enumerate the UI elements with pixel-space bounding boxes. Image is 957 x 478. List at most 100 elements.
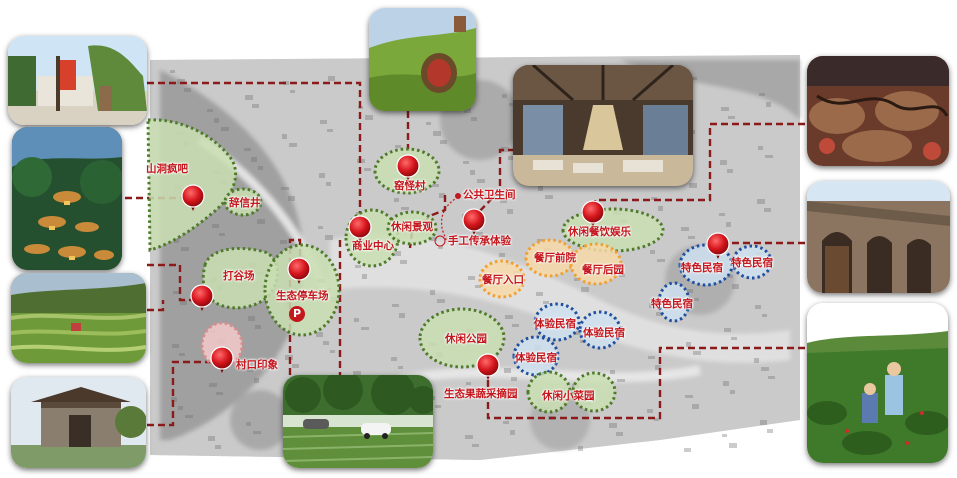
building-mark	[327, 129, 333, 132]
building-mark	[185, 415, 193, 418]
photo-eco-parking	[283, 375, 433, 468]
building-mark	[688, 236, 695, 239]
building-mark	[619, 273, 625, 277]
building-mark	[581, 287, 589, 292]
building-mark	[465, 435, 473, 439]
building-mark	[759, 93, 765, 96]
label-leisure-park: 休闲公园	[445, 333, 487, 345]
photo-terraced-fields	[11, 273, 146, 363]
building-mark	[245, 95, 253, 100]
label-restaurant-front: 餐厅前院	[534, 252, 576, 264]
building-mark	[292, 364, 299, 368]
building-mark	[248, 316, 255, 321]
building-mark	[574, 278, 579, 281]
building-mark	[768, 376, 775, 379]
building-mark	[463, 161, 469, 164]
building-mark	[466, 382, 471, 385]
building-mark	[647, 409, 653, 413]
building-mark	[431, 237, 437, 241]
label-leisure-dining: 休闲餐饮娱乐	[568, 226, 631, 238]
building-mark	[323, 341, 329, 345]
label-restaurant-back: 餐厅后园	[582, 264, 624, 276]
building-mark	[178, 406, 183, 410]
building-mark	[426, 122, 431, 125]
pin-orchard	[476, 353, 500, 380]
zone-restaurant-front	[524, 238, 576, 278]
building-mark	[207, 109, 213, 112]
building-mark	[215, 445, 221, 449]
building-mark	[170, 70, 175, 73]
building-mark	[720, 160, 727, 165]
building-mark	[246, 422, 251, 426]
building-mark	[252, 104, 259, 108]
building-mark	[325, 235, 333, 240]
label-orchard: 生态果蔬采摘园	[444, 388, 518, 400]
pin-strange-village	[396, 154, 420, 181]
building-mark	[761, 367, 769, 371]
building-mark	[471, 117, 477, 121]
photo-village-street	[8, 36, 147, 125]
building-mark	[651, 197, 657, 200]
building-mark	[727, 169, 733, 173]
building-mark	[538, 186, 543, 191]
zone-homestay-c	[657, 281, 691, 323]
building-mark	[724, 328, 731, 332]
zone-restaurant-entrance	[478, 259, 526, 299]
building-mark	[288, 196, 295, 201]
building-mark	[473, 391, 481, 396]
building-mark	[573, 331, 581, 335]
building-mark	[726, 222, 731, 227]
label-exp-homestay-a: 体验民宿	[534, 318, 576, 330]
building-mark	[319, 173, 325, 178]
building-mark	[216, 392, 223, 395]
building-mark	[766, 102, 771, 107]
label-public-toilet: 公共卫生间	[463, 189, 516, 201]
label-homestay-a: 特色民宿	[681, 262, 723, 274]
building-mark	[258, 166, 263, 170]
building-mark	[209, 383, 217, 387]
building-mark	[510, 430, 515, 435]
building-mark	[504, 368, 511, 373]
building-mark	[656, 312, 663, 316]
photo-stone-arches	[807, 181, 950, 293]
building-mark	[257, 219, 265, 224]
building-mark	[654, 418, 659, 421]
zone-homestay-b	[731, 244, 773, 280]
label-homestay-c: 特色民宿	[651, 298, 693, 310]
building-mark	[253, 431, 261, 434]
building-mark	[475, 285, 481, 288]
building-mark	[212, 224, 219, 228]
building-mark	[181, 247, 189, 251]
photo-village-gate	[11, 377, 146, 468]
photo-bookstore-cafe	[513, 65, 693, 186]
building-mark	[762, 314, 767, 317]
zone-leisure-view	[386, 210, 438, 246]
building-mark	[281, 187, 289, 190]
building-mark	[765, 155, 773, 158]
building-mark	[290, 90, 295, 93]
building-mark	[476, 232, 483, 237]
building-mark	[400, 260, 407, 264]
parking-sign: P	[289, 306, 305, 322]
building-mark	[330, 350, 335, 353]
label-village-entrance: 村口印象	[236, 359, 278, 371]
zone-exp-homestay-c	[512, 335, 560, 377]
building-mark	[536, 292, 543, 296]
photo-bonsai-roots	[807, 56, 949, 166]
building-mark	[543, 301, 549, 304]
building-mark	[722, 434, 727, 437]
building-mark	[728, 116, 735, 119]
building-mark	[251, 157, 257, 162]
building-mark	[177, 79, 185, 84]
building-mark	[730, 390, 735, 394]
building-mark	[505, 315, 513, 319]
zone-eco-parking	[263, 243, 341, 337]
building-mark	[508, 156, 515, 160]
building-mark	[316, 332, 323, 337]
building-mark	[693, 351, 701, 355]
building-mark	[657, 259, 665, 262]
building-mark	[328, 76, 335, 81]
building-mark	[289, 143, 297, 147]
building-mark	[433, 131, 441, 136]
